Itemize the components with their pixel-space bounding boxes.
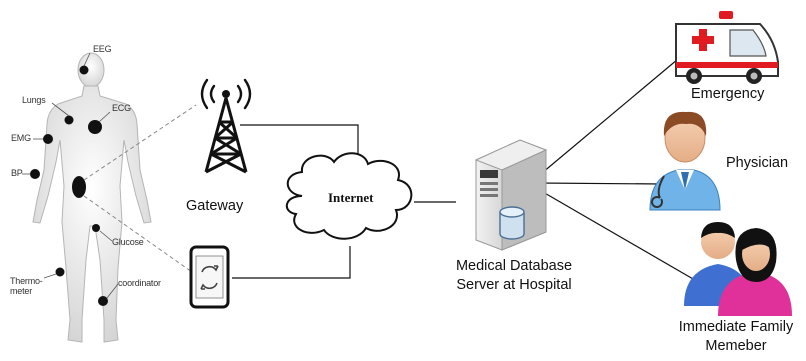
server-label: Medical Database Server at Hospital bbox=[455, 258, 573, 293]
gateway-label: Gateway bbox=[186, 198, 244, 214]
sensor-label-eeg: EEG bbox=[93, 44, 112, 54]
sensor-coordinator-hub bbox=[72, 176, 86, 198]
sensor-label-emg: EMG bbox=[11, 133, 31, 143]
wireless-links bbox=[83, 104, 197, 273]
smartphone-coordinator-icon bbox=[189, 245, 230, 309]
internet-label: Internet bbox=[328, 190, 374, 205]
sensor-lungs bbox=[64, 115, 74, 125]
body-sensors bbox=[30, 65, 108, 306]
physician-label: Physician bbox=[726, 155, 789, 171]
sensor-label-thermometer: Thermo- meter bbox=[10, 276, 43, 296]
internet-cloud-icon bbox=[286, 152, 413, 240]
sensor-label-coordinator: coordinator bbox=[118, 278, 161, 288]
sensor-eeg bbox=[79, 65, 89, 75]
ambulance-icon bbox=[675, 11, 779, 84]
family-label: Immediate Family Memeber bbox=[678, 319, 794, 354]
sensor-leg bbox=[98, 296, 108, 306]
sensor-label-lungs: Lungs bbox=[22, 95, 46, 105]
sensor-leader-lines bbox=[22, 52, 119, 299]
physician-icon bbox=[649, 111, 721, 211]
human-body-figure bbox=[32, 52, 152, 343]
sensor-label-bp: BP bbox=[11, 168, 23, 178]
sensor-label-ecg: ECG bbox=[112, 103, 131, 113]
database-cylinder-icon bbox=[499, 206, 525, 240]
sensor-emg bbox=[43, 134, 53, 144]
gateway-tower-icon bbox=[200, 78, 252, 174]
database-server-icon bbox=[474, 139, 548, 251]
sensor-label-glucose: Glucose bbox=[112, 237, 144, 247]
sensor-thermometer bbox=[55, 267, 65, 277]
family-icon bbox=[684, 222, 792, 316]
emergency-label: Emergency bbox=[691, 86, 765, 102]
sensor-ecg bbox=[88, 120, 102, 134]
sensor-bp bbox=[30, 169, 40, 179]
sensor-glucose bbox=[92, 224, 100, 232]
